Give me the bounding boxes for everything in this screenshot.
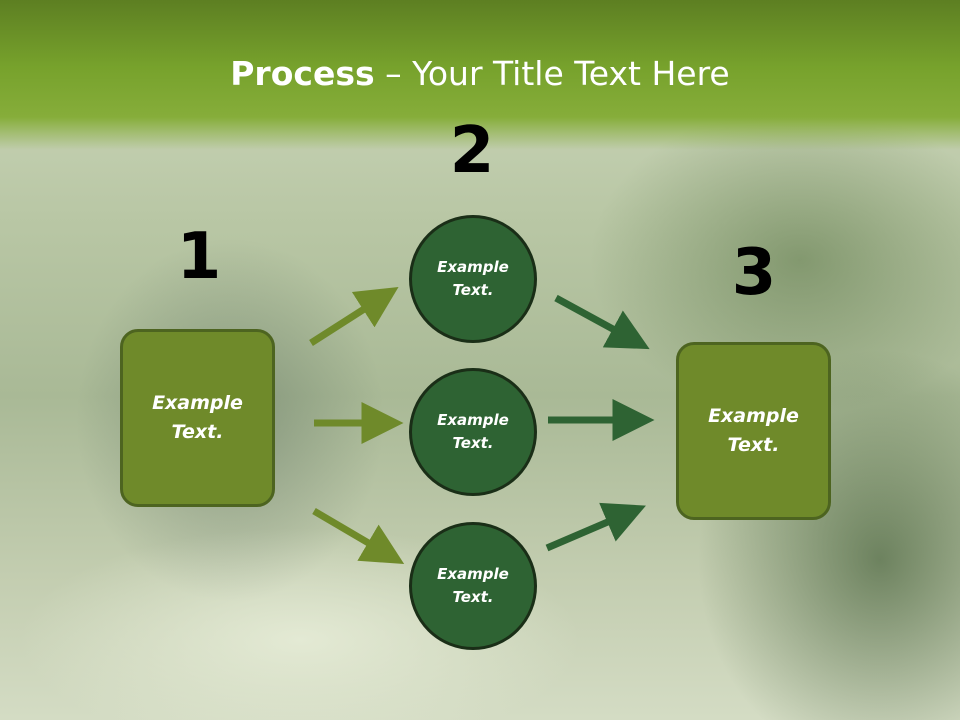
step-3-label: Example Text. [708, 405, 799, 456]
step-3-box: Example Text. [676, 342, 831, 520]
title-bold: Process [230, 54, 375, 93]
slide-title: Process – Your Title Text Here [0, 52, 960, 96]
arrow-left-to-top [309, 287, 399, 346]
step-number-2: 2 [449, 114, 495, 188]
arrow-top-to-right [554, 294, 650, 350]
arrow-bottom-to-right [545, 502, 646, 552]
step-2-circle-middle: Example Text. [409, 368, 537, 496]
circle-bottom-label: Example Text. [437, 565, 509, 606]
title-rest: – Your Title Text Here [374, 54, 730, 93]
circle-middle-label: Example Text. [437, 411, 509, 452]
step-number-3: 3 [731, 236, 777, 310]
step-1-label: Example Text. [152, 392, 243, 443]
title-bar [0, 0, 960, 150]
step-2-circle-bottom: Example Text. [409, 522, 537, 650]
arrow-left-to-bottom [312, 507, 405, 564]
step-number-1: 1 [176, 220, 222, 294]
step-1-box: Example Text. [120, 329, 275, 507]
step-2-circle-top: Example Text. [409, 215, 537, 343]
circle-top-label: Example Text. [437, 258, 509, 299]
